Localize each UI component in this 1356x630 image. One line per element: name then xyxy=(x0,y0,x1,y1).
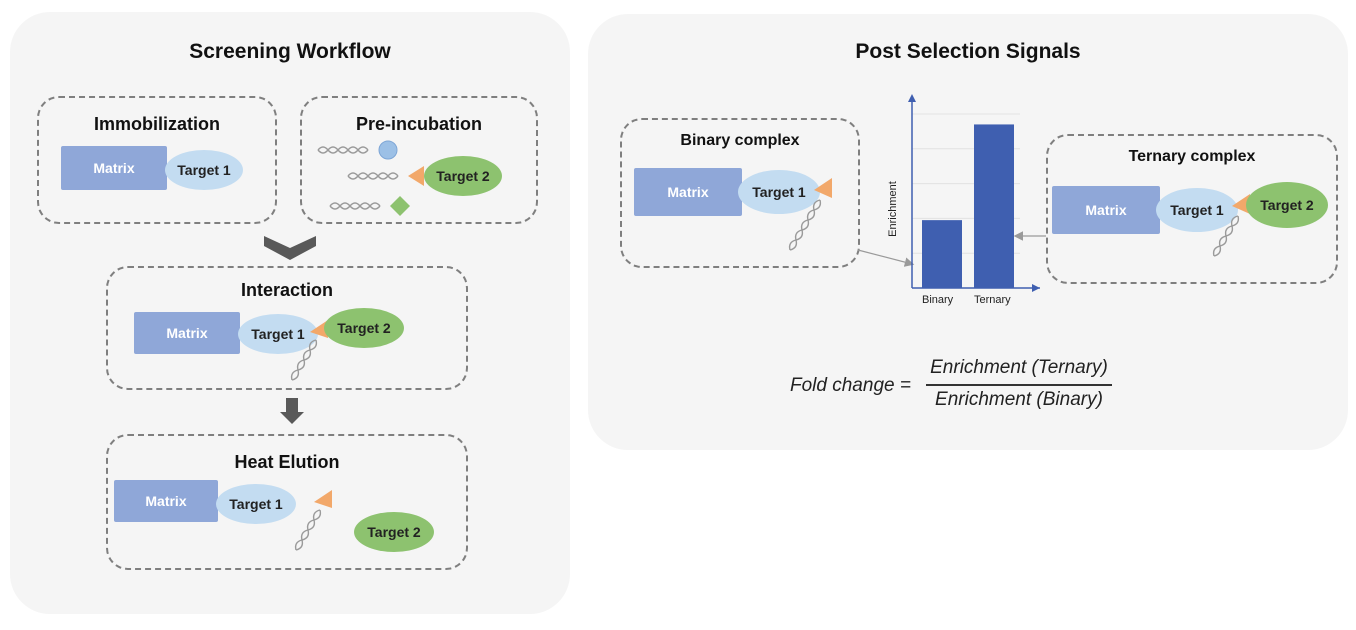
binary-complex-title: Binary complex xyxy=(680,132,800,149)
target1-ellipse: Target 1 xyxy=(216,484,296,524)
chevron-down-icon xyxy=(264,236,316,260)
y-axis-arrowhead xyxy=(908,94,916,102)
dna-strand-icon xyxy=(347,172,399,180)
matrix-block: Matrix xyxy=(134,312,240,354)
dna-strand-icon xyxy=(294,509,322,551)
target2-ellipse: Target 2 xyxy=(354,512,434,552)
preincubation-title: Pre-incubation xyxy=(355,114,482,134)
ternary-complex-title: Ternary complex xyxy=(1128,148,1256,165)
binary-complex-box: Binary complex xyxy=(620,118,860,268)
interaction-title: Interaction xyxy=(240,280,333,300)
target2-ellipse: Target 2 xyxy=(1246,182,1328,228)
bar-ternary xyxy=(974,124,1014,288)
x-tick-label-ternary: Ternary xyxy=(974,294,1011,306)
interaction-ligand xyxy=(290,320,328,381)
dna-strand-icon xyxy=(317,146,369,154)
eluted-ligand xyxy=(294,490,332,551)
linker-triangle-icon xyxy=(1232,194,1250,214)
target2-ellipse: Target 2 xyxy=(424,156,502,196)
matrix-block: Matrix xyxy=(61,146,167,190)
linker-triangle-icon xyxy=(314,490,332,508)
screening-workflow-title: Screening Workflow xyxy=(189,40,391,63)
bar-binary xyxy=(922,220,962,288)
y-axis-label: Enrichment xyxy=(887,181,899,237)
enrichment-bar-chart xyxy=(908,94,1040,292)
heat-elution-title: Heat Elution xyxy=(234,452,340,472)
fold-change-lhs: Fold change = xyxy=(790,375,911,396)
dna-strand-icon xyxy=(290,339,318,381)
linker-triangle-icon xyxy=(814,178,832,198)
linker-triangle-icon xyxy=(408,166,424,186)
ligand-diamond-icon xyxy=(390,196,410,216)
post-selection-panel xyxy=(588,14,1348,450)
target2-ellipse: Target 2 xyxy=(324,308,404,348)
target1-ellipse: Target 1 xyxy=(238,314,318,354)
dna-strand-icon xyxy=(788,199,822,251)
fold-change-denominator: Enrichment (Binary) xyxy=(935,389,1103,410)
target1-ellipse: Target 1 xyxy=(738,170,820,214)
fraction-bar xyxy=(926,384,1112,386)
ternary-complex-box: Ternary complex xyxy=(1046,134,1338,284)
preincubation-box: Pre-incubation xyxy=(300,96,538,224)
heat-elution-box: Heat Elution xyxy=(106,434,468,570)
dna-strand-icon xyxy=(329,202,381,210)
x-axis-arrowhead xyxy=(1032,284,1040,292)
x-tick-label-binary: Binary xyxy=(922,294,954,306)
fold-change-numerator: Enrichment (Ternary) xyxy=(930,357,1108,378)
ligand-circle-icon xyxy=(378,140,398,160)
matrix-block: Matrix xyxy=(114,480,218,522)
matrix-block: Matrix xyxy=(1052,186,1160,234)
immobilization-title: Immobilization xyxy=(94,114,220,134)
target1-ellipse: Target 1 xyxy=(1156,188,1238,232)
binary-to-chart-arrow xyxy=(857,249,915,267)
preincubation-ligands xyxy=(317,140,424,216)
post-selection-title: Post Selection Signals xyxy=(855,40,1081,63)
linker-triangle-icon xyxy=(310,320,328,338)
dna-strand-icon xyxy=(1212,215,1240,257)
arrow-down-icon xyxy=(280,398,304,424)
immobilization-box: Immobilization xyxy=(37,96,277,224)
interaction-box: Interaction xyxy=(106,266,468,390)
ternary-ligand xyxy=(1212,194,1250,257)
matrix-block: Matrix xyxy=(634,168,742,216)
binary-ligand xyxy=(788,178,832,251)
target1-ellipse: Target 1 xyxy=(165,150,243,190)
